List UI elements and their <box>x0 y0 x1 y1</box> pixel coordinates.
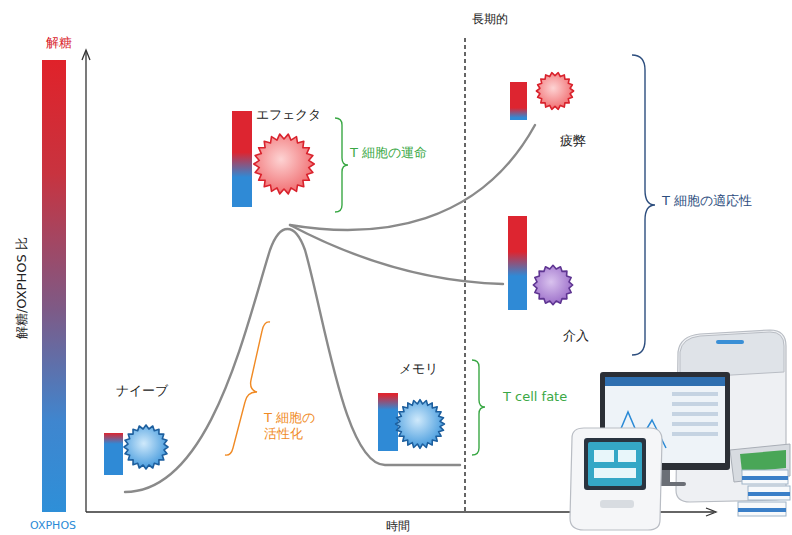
curve-main <box>125 229 460 492</box>
memory-fate-label: T cell fate <box>503 389 567 405</box>
fate-bracket <box>335 118 348 212</box>
x-axis-title: 時間 <box>386 519 410 534</box>
cell-label: エフェクタ <box>256 107 321 123</box>
axis-bottom-label: OXPHOS <box>30 519 76 533</box>
cell-body <box>536 73 573 110</box>
metabolic-ratio-bar <box>378 393 398 451</box>
cell-body <box>396 400 445 449</box>
cell-node: エフェクタ <box>228 104 328 212</box>
cell-icon <box>533 69 577 113</box>
curve-intervention <box>290 225 503 284</box>
axes <box>82 50 716 516</box>
cell-body <box>254 134 314 194</box>
long-term-label: 長期的 <box>472 12 508 27</box>
metabolic-ratio-bar <box>232 111 252 207</box>
metabolic-ratio-bar <box>510 82 527 120</box>
axis-top-label: 解糖 <box>46 35 72 51</box>
response-curve <box>125 125 535 492</box>
activation-bracket <box>225 322 270 455</box>
cell-label: 疲弊 <box>560 133 586 149</box>
long-term-divider <box>464 38 466 512</box>
cell-icon <box>391 395 449 453</box>
handheld-counter <box>570 428 662 530</box>
cell-node: 疲弊 <box>505 74 601 154</box>
y-arrow <box>82 50 90 60</box>
adaptability-label: T 細胞の適応性 <box>662 193 752 209</box>
ratio-color-bar <box>42 60 66 512</box>
cell-body <box>533 265 572 304</box>
instrument-illustration <box>570 330 790 530</box>
cell-label: 介入 <box>563 328 589 344</box>
y-axis <box>85 52 86 512</box>
cell-icon <box>529 261 577 309</box>
cell-icon <box>120 421 172 473</box>
adaptability-bracket <box>632 55 655 355</box>
metabolic-ratio-bar <box>508 216 527 310</box>
cell-body <box>124 425 168 469</box>
brackets <box>225 55 655 455</box>
x-arrow <box>706 508 716 516</box>
y-axis-title: 解糖/OXPHOS 比 <box>14 237 30 339</box>
metabolic-ratio-bar <box>104 433 123 475</box>
cell-label: ナイーブ <box>116 383 168 399</box>
fate-label: T 細胞の運命 <box>350 145 427 161</box>
cell-label: メモリ <box>399 361 438 377</box>
cell-node: 介入 <box>504 212 600 354</box>
curve-exhausted <box>290 125 535 230</box>
cell-node: ナイーブ <box>98 380 176 480</box>
cell-node: メモリ <box>374 358 454 456</box>
activation-label: T 細胞の 活性化 <box>264 410 338 443</box>
cell-icon <box>249 129 319 199</box>
reagent-boxes <box>738 470 790 516</box>
memory-fate-bracket <box>472 360 485 455</box>
